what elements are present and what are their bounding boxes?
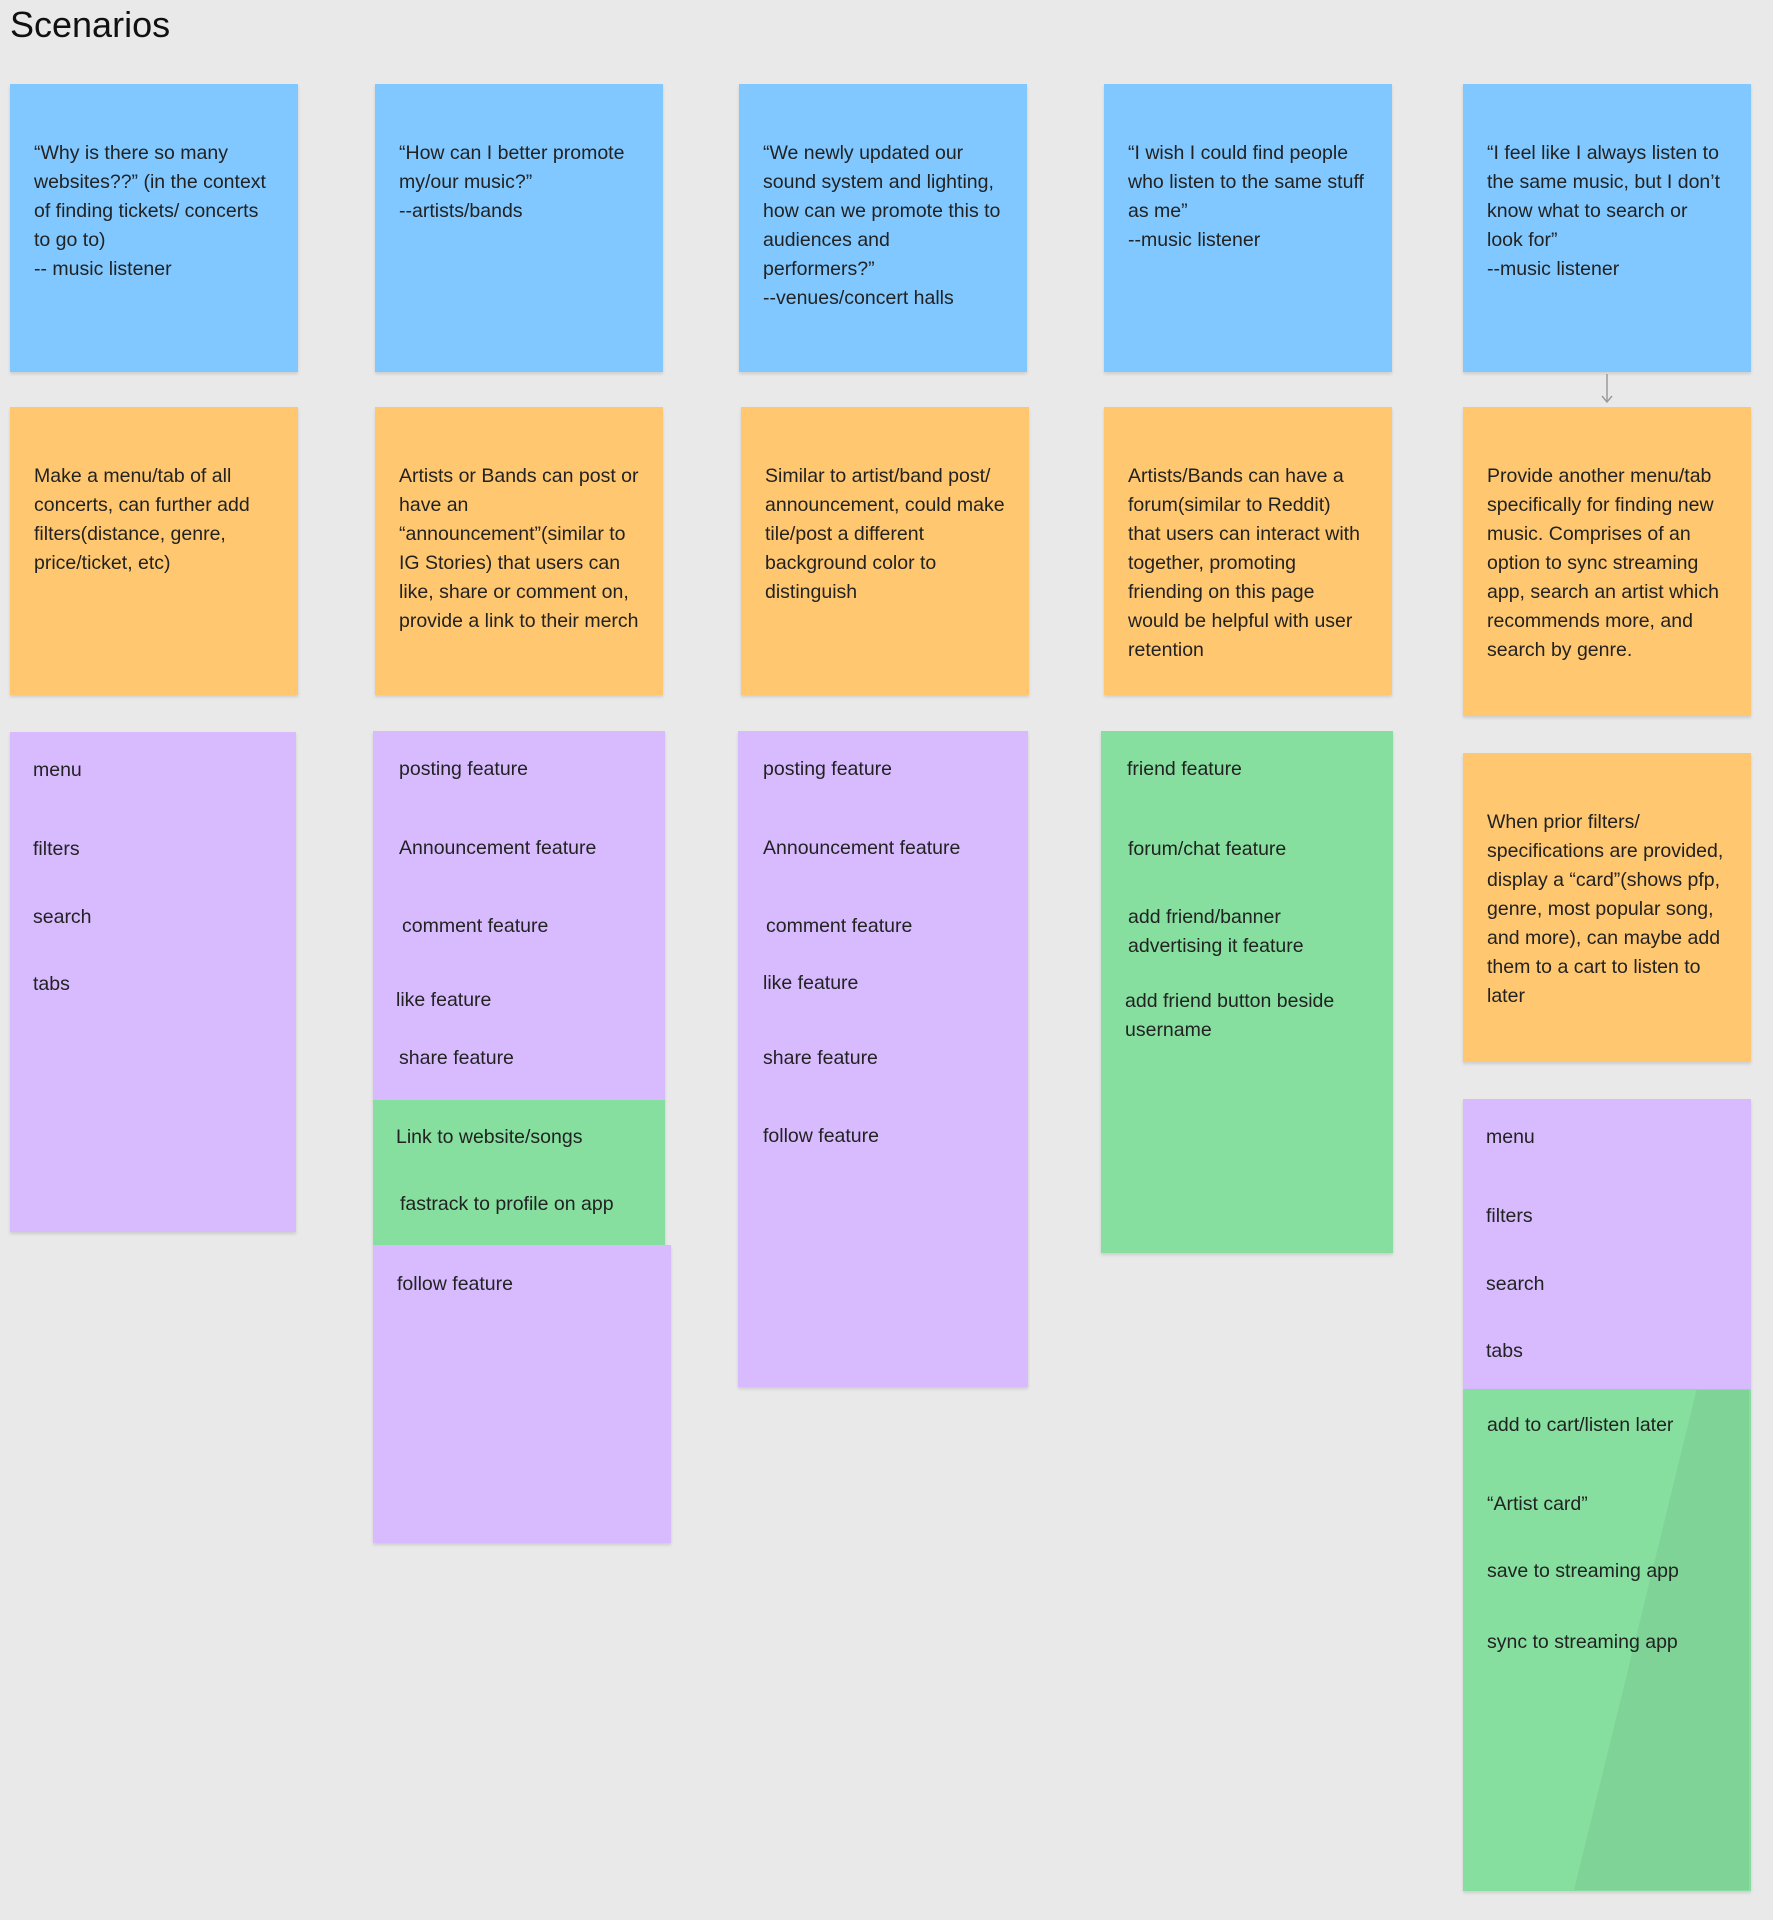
feature-item: filters bbox=[33, 838, 80, 860]
scenario-text: “We newly updated our sound system and l… bbox=[763, 142, 1001, 309]
idea-note-1[interactable]: Make a menu/tab of all concerts, can fur… bbox=[10, 407, 298, 695]
idea-text: Artists or Bands can post or have an “an… bbox=[399, 465, 639, 632]
feature-item: filters bbox=[1486, 1205, 1533, 1227]
idea-note-5[interactable]: Provide another menu/tab specifically fo… bbox=[1463, 407, 1751, 716]
scenario-note-5[interactable]: “I feel like I always listen to the same… bbox=[1463, 84, 1751, 372]
feature-item: comment feature bbox=[402, 915, 549, 937]
scenario-text: “I feel like I always listen to the same… bbox=[1487, 142, 1721, 280]
idea-text: When prior filters/ specifications are p… bbox=[1487, 811, 1724, 1007]
feature-item: menu bbox=[33, 759, 82, 781]
idea-note-3[interactable]: Similar to artist/band post/ announcemen… bbox=[741, 407, 1029, 695]
scenario-note-2[interactable]: “How can I better promote my/our music?”… bbox=[375, 84, 663, 372]
feature-item: add friend button beside username bbox=[1125, 990, 1335, 1041]
feature-item: share feature bbox=[763, 1047, 878, 1069]
feature-item: add to cart/listen later bbox=[1487, 1414, 1674, 1436]
scenario-text: “How can I better promote my/our music?”… bbox=[399, 142, 625, 222]
idea-note-4[interactable]: Artists/Bands can have a forum(similar t… bbox=[1104, 407, 1392, 695]
scenario-text: “I wish I could find people who listen t… bbox=[1128, 142, 1364, 251]
feature-item: Announcement feature bbox=[399, 837, 597, 859]
feature-item: save to streaming app bbox=[1487, 1560, 1679, 1582]
scenario-note-3[interactable]: “We newly updated our sound system and l… bbox=[739, 84, 1027, 372]
feature-item: sync to streaming app bbox=[1487, 1631, 1678, 1653]
feature-note-2a[interactable] bbox=[373, 731, 665, 1100]
scenario-text: “Why is there so many websites??” (in th… bbox=[34, 142, 266, 280]
feature-note-4[interactable] bbox=[1101, 731, 1393, 1253]
idea-text: Make a menu/tab of all concerts, can fur… bbox=[34, 465, 250, 574]
feature-item: share feature bbox=[399, 1047, 514, 1069]
idea-note-2[interactable]: Artists or Bands can post or have an “an… bbox=[375, 407, 663, 695]
idea-note-5b[interactable]: When prior filters/ specifications are p… bbox=[1463, 753, 1751, 1062]
arrow-down-icon bbox=[1601, 374, 1613, 404]
feature-item: tabs bbox=[33, 973, 70, 995]
idea-text: Provide another menu/tab specifically fo… bbox=[1487, 465, 1719, 661]
feature-item: “Artist card” bbox=[1487, 1493, 1588, 1515]
feature-item: forum/chat feature bbox=[1128, 838, 1287, 860]
scenario-note-1[interactable]: “Why is there so many websites??” (in th… bbox=[10, 84, 298, 372]
scenario-note-4[interactable]: “I wish I could find people who listen t… bbox=[1104, 84, 1392, 372]
feature-item: comment feature bbox=[766, 915, 913, 937]
feature-item: follow feature bbox=[763, 1125, 879, 1147]
feature-note-1[interactable] bbox=[10, 732, 296, 1232]
idea-text: Artists/Bands can have a forum(similar t… bbox=[1128, 465, 1360, 661]
feature-item: Link to website/songs bbox=[396, 1126, 583, 1148]
feature-note-3[interactable] bbox=[738, 731, 1028, 1387]
feature-item: menu bbox=[1486, 1126, 1535, 1148]
feature-item: like feature bbox=[396, 989, 492, 1011]
feature-note-2b[interactable] bbox=[373, 1245, 671, 1543]
feature-item: posting feature bbox=[763, 758, 893, 780]
feature-note-2-green[interactable] bbox=[373, 1100, 665, 1245]
feature-item: search bbox=[1486, 1273, 1545, 1295]
feature-item: fastrack to profile on app bbox=[400, 1193, 614, 1215]
feature-item: search bbox=[33, 906, 92, 928]
feature-item: Announcement feature bbox=[763, 837, 961, 859]
feature-item: follow feature bbox=[397, 1273, 513, 1295]
feature-item: like feature bbox=[763, 972, 859, 994]
feature-item: tabs bbox=[1486, 1340, 1523, 1362]
feature-item: add friend/banner advertising it feature bbox=[1128, 906, 1304, 957]
feature-item: friend feature bbox=[1127, 758, 1242, 780]
feature-item: posting feature bbox=[399, 758, 529, 780]
feature-note-5[interactable] bbox=[1463, 1099, 1751, 1389]
feature-note-5-green[interactable] bbox=[1463, 1389, 1751, 1891]
page-title: Scenarios bbox=[10, 4, 171, 45]
idea-text: Similar to artist/band post/ announcemen… bbox=[765, 465, 1005, 603]
